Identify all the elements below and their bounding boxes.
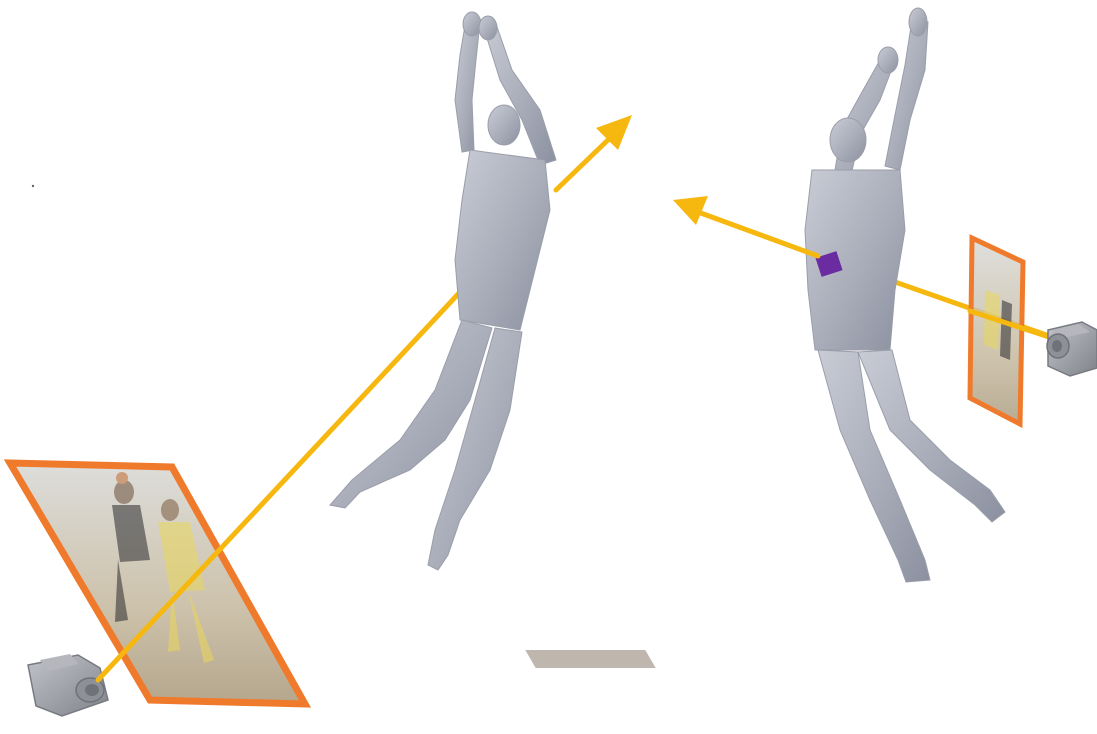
speck	[32, 185, 34, 187]
ray-right-exit	[673, 196, 818, 256]
arrowhead-right	[673, 196, 708, 225]
camera-icon	[28, 654, 108, 716]
camera-icon	[1047, 322, 1097, 376]
body-mesh-left	[330, 12, 556, 570]
ray-left-exit	[556, 115, 632, 190]
image-plane-right	[970, 238, 1023, 424]
